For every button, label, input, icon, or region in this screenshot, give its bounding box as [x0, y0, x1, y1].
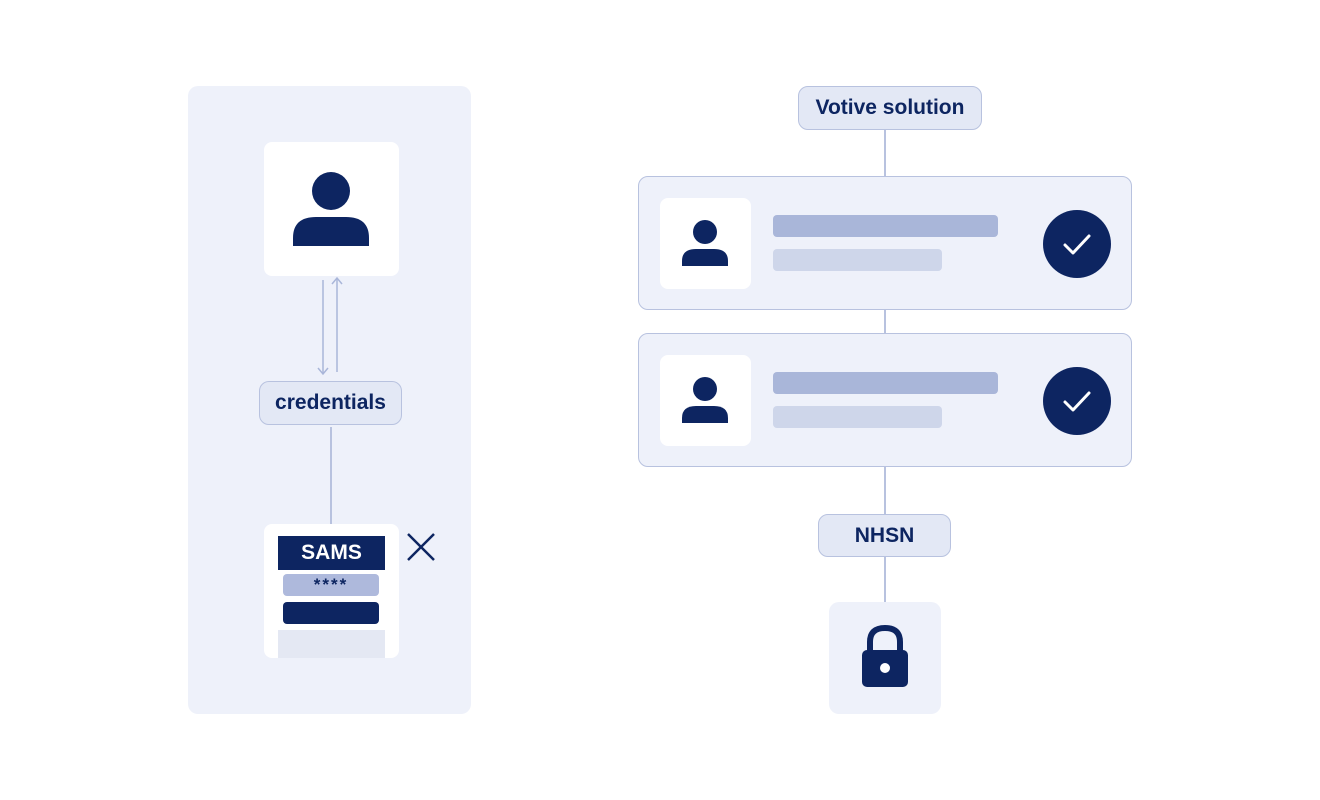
user-icon [682, 220, 728, 266]
user-avatar-card [660, 355, 751, 446]
detail-placeholder-bar [773, 406, 942, 428]
user-avatar-card [660, 198, 751, 289]
name-placeholder-bar [773, 372, 998, 394]
connector-line [884, 130, 886, 177]
connector-line [884, 557, 886, 603]
check-icon [1043, 210, 1111, 278]
password-field: **** [283, 574, 379, 596]
name-placeholder-bar [773, 215, 998, 237]
votive-solution-label: Votive solution [798, 86, 982, 130]
login-button [283, 602, 379, 624]
user-icon [682, 377, 728, 423]
detail-placeholder-bar [773, 249, 942, 271]
lock-icon [862, 624, 908, 687]
user-icon [293, 172, 369, 246]
connector-line [884, 310, 886, 333]
credentials-label: credentials [259, 381, 402, 425]
close-x-icon [407, 533, 435, 561]
connector-line [330, 427, 332, 524]
user-row-card [638, 333, 1132, 467]
sams-login-card: SAMS **** [264, 524, 399, 658]
user-row-card [638, 176, 1132, 310]
lock-card [829, 602, 941, 714]
nhsn-label: NHSN [818, 514, 951, 557]
sams-title: SAMS [278, 536, 385, 570]
connector-line [884, 467, 886, 514]
bidirectional-arrow-icon [317, 276, 343, 376]
check-icon [1043, 367, 1111, 435]
user-card [264, 142, 399, 276]
sams-card-footer [278, 630, 385, 658]
